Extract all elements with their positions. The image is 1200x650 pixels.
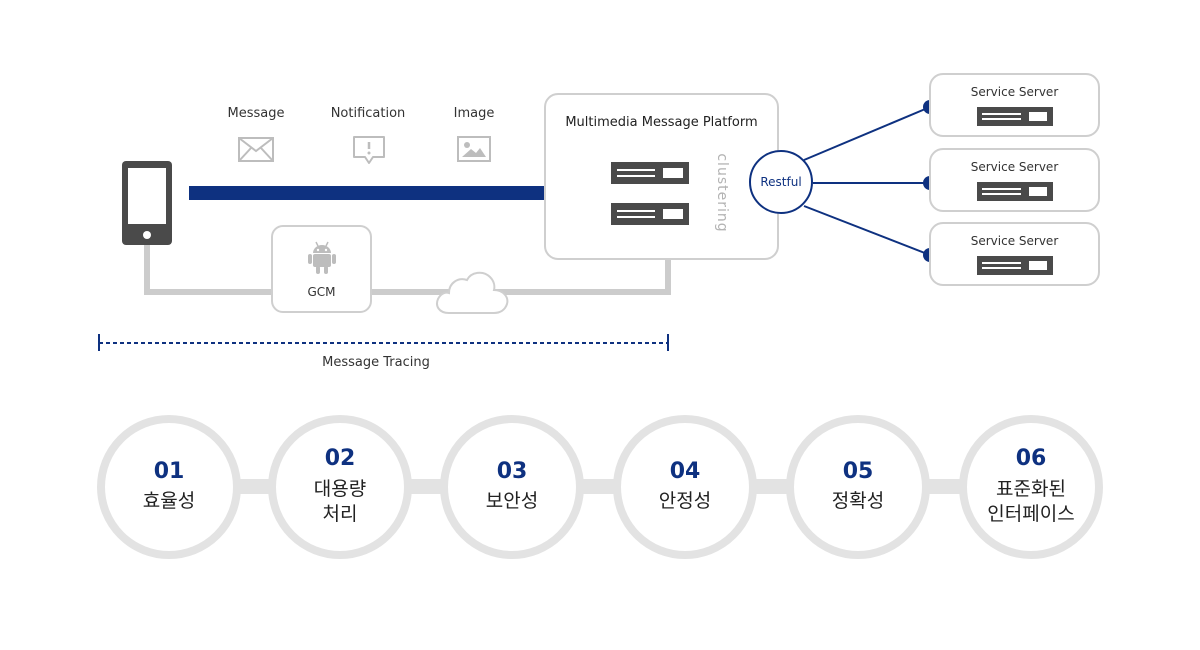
step-connector-1	[235, 479, 275, 494]
server-rack-icon	[611, 162, 689, 184]
step-connector-3	[578, 479, 618, 494]
step-number: 05	[842, 458, 874, 484]
notification-bubble-icon	[353, 136, 385, 164]
step-circle-05: 05 정확성	[786, 415, 930, 559]
server-rack-icon	[977, 107, 1053, 126]
restful-link-1	[803, 106, 931, 161]
service-server-label: Service Server	[970, 234, 1059, 248]
step-label: 보안성	[485, 490, 539, 513]
gcm-path-line	[144, 244, 671, 295]
step-label: 효율성	[142, 490, 196, 513]
step-circle-01: 01 효율성	[97, 415, 241, 559]
step-connector-2	[406, 479, 446, 494]
image-icon	[457, 136, 491, 162]
service-server-label: Service Server	[970, 85, 1059, 99]
step-number: 01	[153, 458, 185, 484]
restful-node: Restful	[749, 150, 813, 214]
main-message-link	[189, 186, 545, 200]
android-icon	[308, 241, 336, 274]
service-server-box: Service Server	[929, 148, 1100, 212]
cloud-icon	[436, 271, 509, 314]
notification-label: Notification	[330, 106, 406, 121]
step-circle-04: 04 안정성	[613, 415, 757, 559]
platform-box: Multimedia Message Platform clustering	[544, 93, 779, 260]
server-rack-icon	[977, 182, 1053, 201]
platform-title: Multimedia Message Platform	[565, 115, 758, 130]
envelope-icon	[238, 137, 274, 162]
step-connector-5	[923, 479, 963, 494]
clustering-label: clustering	[714, 153, 730, 233]
step-label: 정확성	[831, 490, 885, 513]
step-number: 03	[496, 458, 528, 484]
restful-link-3	[803, 205, 931, 256]
step-label: 안정성	[658, 490, 712, 513]
image-label: Image	[453, 106, 495, 121]
server-rack-icon	[977, 256, 1053, 275]
gcm-label: GCM	[307, 285, 336, 299]
smartphone-icon	[122, 161, 172, 245]
step-number: 02	[324, 446, 356, 472]
restful-label: Restful	[760, 175, 802, 189]
message-label: Message	[227, 106, 285, 121]
service-server-label: Service Server	[970, 160, 1059, 174]
tracing-label: Message Tracing	[322, 355, 430, 370]
step-number: 06	[1015, 446, 1047, 472]
step-number: 04	[669, 458, 701, 484]
step-circle-03: 03 보안성	[440, 415, 584, 559]
server-rack-icon	[611, 203, 689, 225]
service-server-box: Service Server	[929, 222, 1100, 286]
gcm-box: GCM	[271, 225, 372, 313]
step-connector-4	[750, 479, 790, 494]
service-server-box: Service Server	[929, 73, 1100, 137]
